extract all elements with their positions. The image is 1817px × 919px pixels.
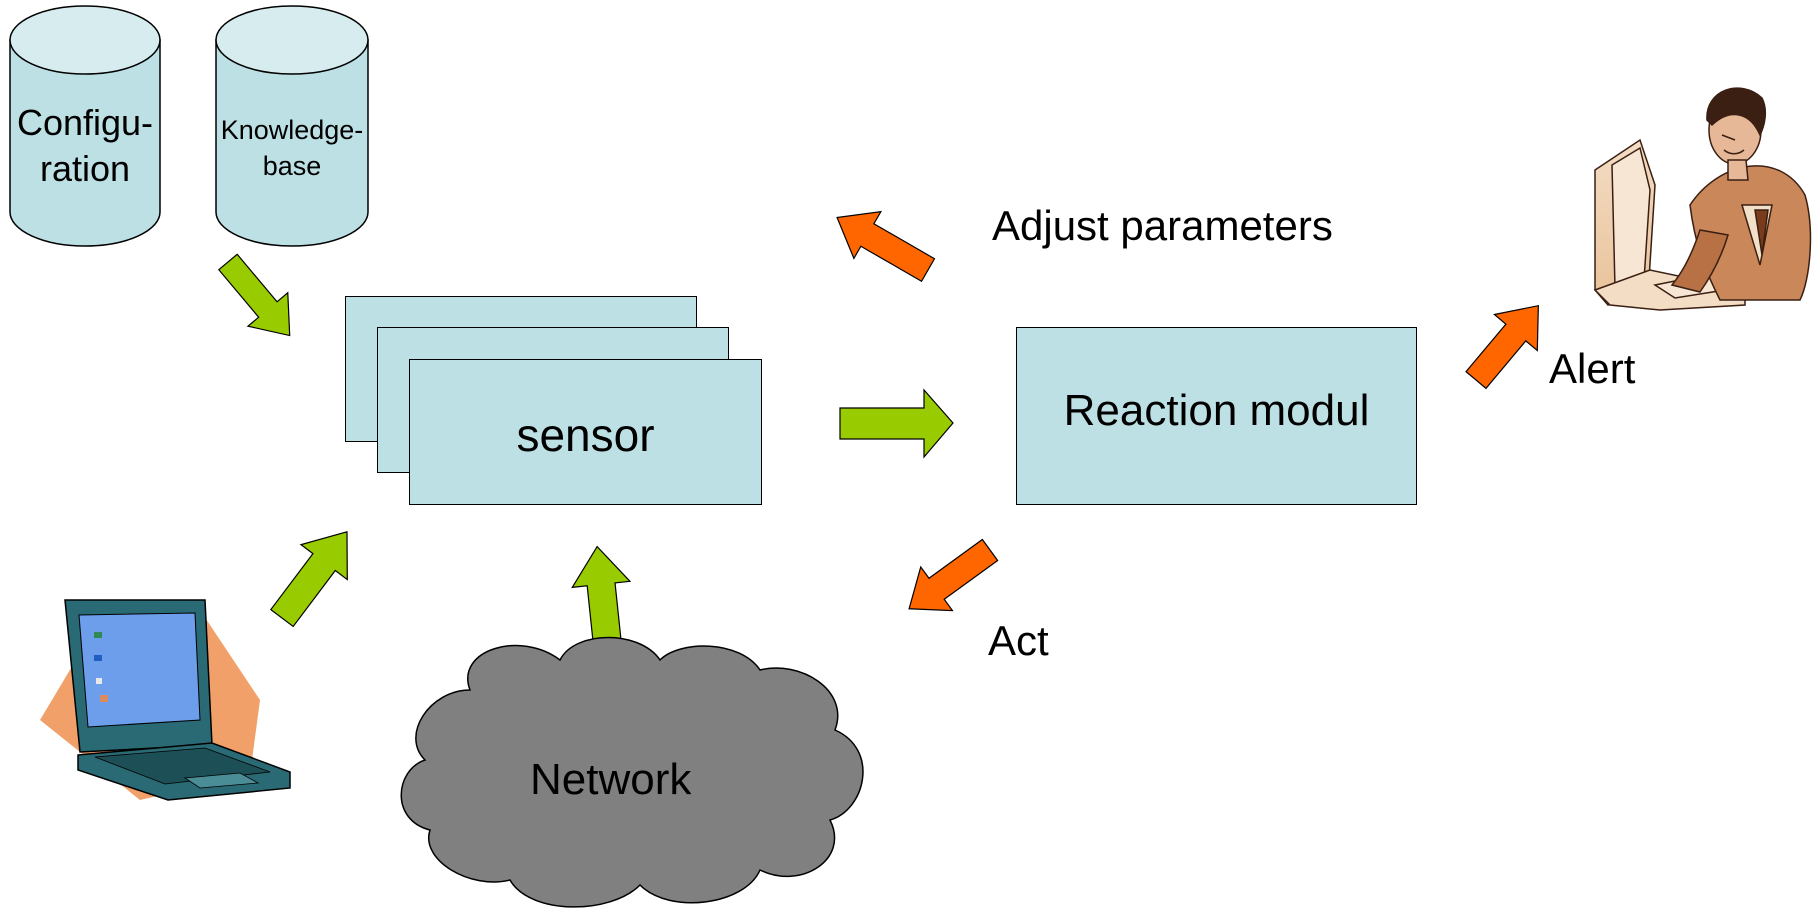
knowledge-base-database-icon [215, 5, 369, 247]
sensor-box-front: sensor [409, 359, 762, 505]
arrow-adjust-parameters [836, 210, 936, 283]
configuration-label-line1: Configu- [16, 102, 154, 143]
knowledge-base-label-line2: base [262, 151, 322, 181]
arrow-sensor-to-reaction [839, 388, 954, 459]
alert-label: Alert [1549, 345, 1636, 392]
person-at-computer-icon [1593, 87, 1812, 311]
laptop-icon [40, 599, 291, 801]
arrow-laptop-to-sensor [269, 530, 348, 628]
configuration-database-label: Configu- ration [10, 100, 160, 192]
knowledge-base-label-line1: Knowledge- [220, 115, 364, 145]
reaction-module-label: Reaction modul [1063, 386, 1370, 435]
arrow-alert [1465, 304, 1539, 390]
configuration-label-line2: ration [39, 148, 131, 189]
arrow-network-to-sensor [571, 545, 632, 653]
act-label: Act [988, 617, 1049, 664]
knowledge-base-database-label: Knowledge- base [216, 112, 368, 184]
arrow-databases-to-sensor [217, 253, 291, 337]
arrow-act [908, 538, 999, 612]
sensor-label: sensor [516, 409, 655, 461]
network-label: Network [530, 755, 692, 804]
network-cloud-icon [400, 636, 864, 908]
configuration-database-icon [9, 5, 161, 247]
adjust-parameters-label: Adjust parameters [992, 202, 1333, 249]
reaction-module-box: Reaction modul [1016, 327, 1417, 505]
